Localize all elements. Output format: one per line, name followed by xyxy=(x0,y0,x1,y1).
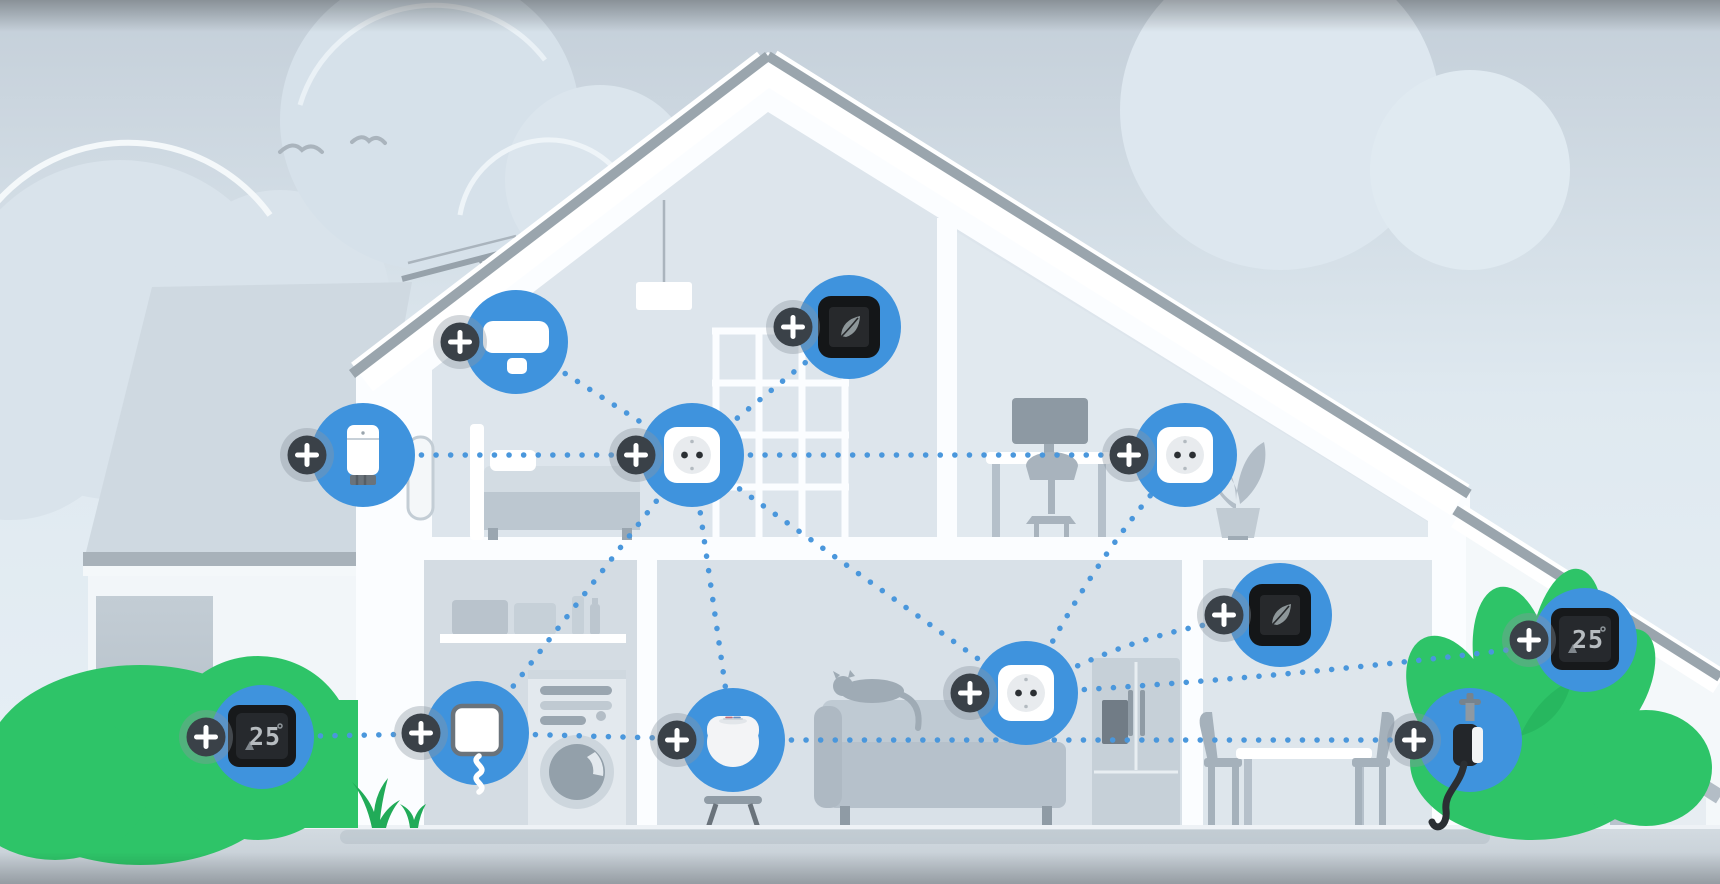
device-node-thermostat-carport[interactable]: 25 xyxy=(1502,588,1637,692)
plus-icon xyxy=(958,681,982,705)
washing-machine xyxy=(528,670,626,828)
thermostat-display: 25 xyxy=(1572,625,1604,654)
plus-icon xyxy=(1212,603,1236,627)
speaker-icon xyxy=(706,715,760,768)
add-device-button-smart-speaker[interactable] xyxy=(650,713,704,767)
leaf-icon xyxy=(1248,583,1312,647)
plus-icon xyxy=(448,330,472,354)
laundry-shelf xyxy=(440,596,626,643)
office-chair xyxy=(1026,452,1078,537)
device-node-smart-speaker[interactable] xyxy=(650,688,785,792)
socket-icon xyxy=(664,427,720,483)
plus-icon xyxy=(1402,728,1426,752)
device-node-radiator-valve[interactable] xyxy=(280,403,415,507)
plus-icon xyxy=(295,443,319,467)
dining-chair xyxy=(1199,712,1242,828)
add-device-button-thermostat-garden[interactable] xyxy=(179,710,233,764)
add-device-button-socket-bedroom[interactable] xyxy=(609,428,663,482)
device-node-water-guard[interactable] xyxy=(394,681,529,792)
link-socket-bedroom--water-guard xyxy=(474,452,695,736)
link-socket-bedroom--air-sensor-attic xyxy=(689,324,852,458)
add-device-button-socket-office[interactable] xyxy=(1102,428,1156,482)
socket-icon xyxy=(1157,427,1213,483)
house-shadow xyxy=(340,830,1490,844)
add-device-button-water-guard[interactable] xyxy=(394,706,448,760)
link-socket-living-room--thermostat-carport xyxy=(1023,637,1588,696)
fridge xyxy=(1092,658,1180,828)
device-node-socket-office[interactable] xyxy=(1102,403,1237,507)
plus-icon xyxy=(1117,443,1141,467)
socket-icon xyxy=(998,665,1054,721)
cat xyxy=(833,670,922,731)
thermostat-display: 25 xyxy=(249,722,281,751)
leaf-icon xyxy=(817,295,881,359)
plus-icon xyxy=(409,721,433,745)
hanging-lamp xyxy=(636,200,692,310)
link-socket-bedroom--smart-speaker xyxy=(689,452,736,743)
add-device-button-air-conditioner[interactable] xyxy=(433,315,487,369)
plus-icon xyxy=(624,443,648,467)
birds xyxy=(278,135,387,154)
bed xyxy=(470,424,640,540)
dining-chair xyxy=(1352,712,1395,828)
device-node-air-conditioner[interactable] xyxy=(433,290,568,394)
device-node-thermostat-garden[interactable]: 25 xyxy=(179,685,314,789)
add-device-button-air-sensor-attic[interactable] xyxy=(766,300,820,354)
device-node-air-sensor-dining[interactable] xyxy=(1197,563,1332,667)
add-device-button-outdoor-water-tap[interactable] xyxy=(1387,713,1441,767)
letterbox-top xyxy=(0,0,1720,32)
plus-icon xyxy=(665,728,689,752)
add-device-button-thermostat-carport[interactable] xyxy=(1502,613,1556,667)
add-device-button-air-sensor-dining[interactable] xyxy=(1197,588,1251,642)
device-node-socket-living-room[interactable] xyxy=(943,641,1078,745)
device-node-air-sensor-attic[interactable] xyxy=(766,275,901,379)
add-device-button-socket-living-room[interactable] xyxy=(943,666,997,720)
plus-icon xyxy=(1517,628,1541,652)
monitor xyxy=(1012,398,1088,454)
add-device-button-radiator-valve[interactable] xyxy=(280,428,334,482)
device-node-socket-bedroom[interactable] xyxy=(609,403,744,507)
plus-icon xyxy=(194,725,218,749)
side-table xyxy=(704,796,762,829)
device-node-outdoor-water-tap[interactable] xyxy=(1387,688,1522,827)
link-socket-bedroom--socket-living-room xyxy=(689,452,1029,696)
letterbox-bottom xyxy=(0,852,1720,884)
plus-icon xyxy=(781,315,805,339)
grass-tuft xyxy=(352,778,426,828)
valve-icon xyxy=(345,423,381,487)
